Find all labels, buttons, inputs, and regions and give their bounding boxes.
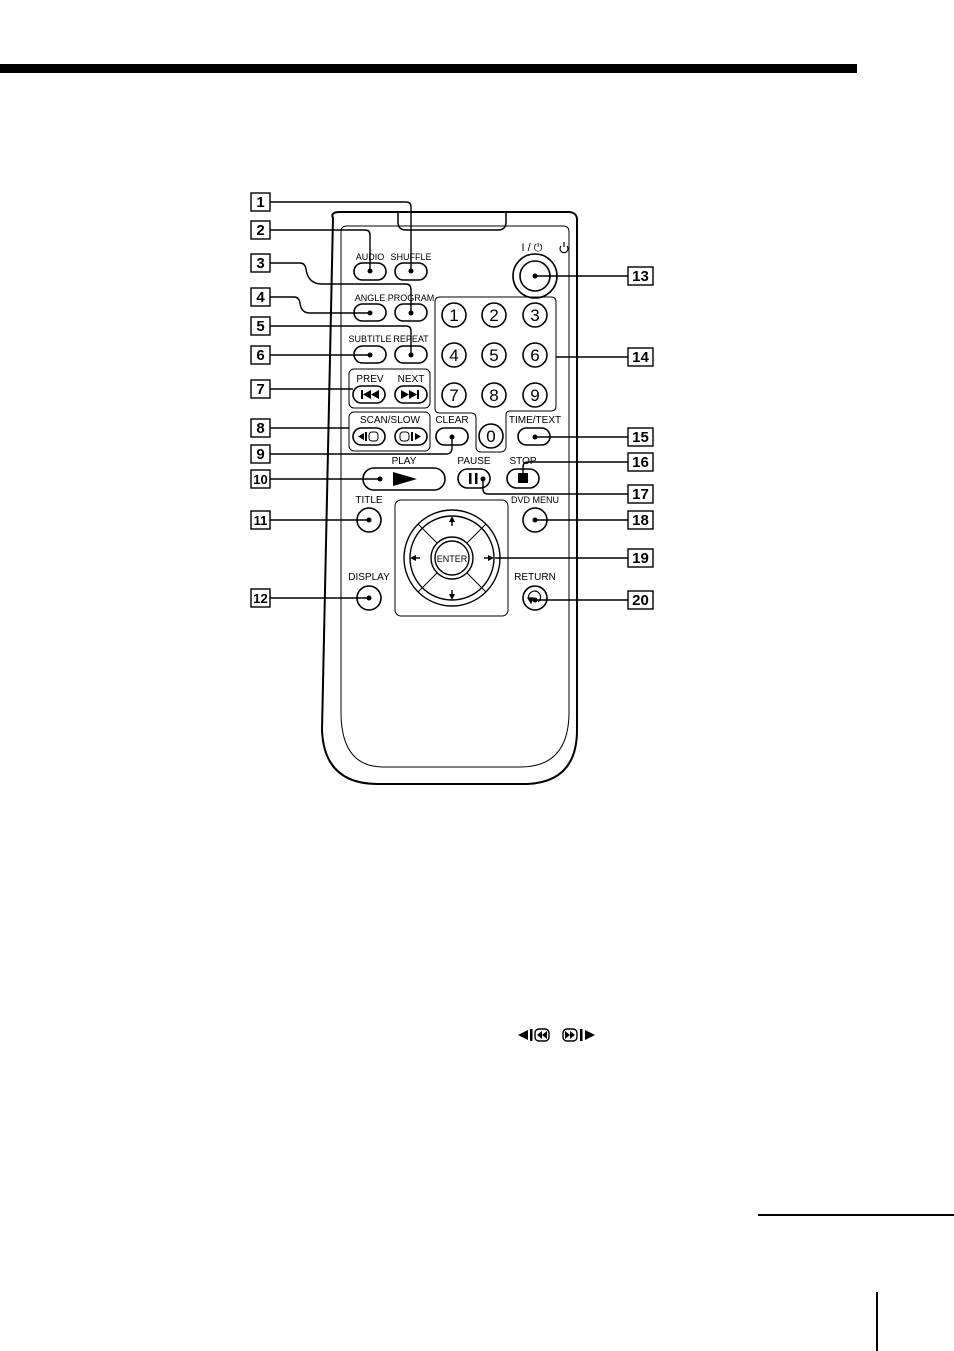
play-label: PLAY — [392, 456, 417, 467]
prev-icon — [361, 390, 379, 399]
callout-3: 3 — [256, 255, 264, 272]
callout-1: 1 — [256, 194, 264, 211]
leader-dot-1 — [409, 269, 414, 274]
arrow-right-icon — [484, 555, 494, 561]
callout-7: 7 — [256, 381, 264, 398]
callout-10: 10 — [253, 472, 267, 487]
scan-slow-symbols — [518, 1027, 618, 1045]
leader-dot-13 — [533, 274, 538, 279]
digit-5-label: 5 — [489, 346, 498, 365]
digit-9-label: 9 — [530, 386, 539, 405]
callout-12: 12 — [253, 591, 267, 606]
clear-label: CLEAR — [435, 415, 468, 426]
leader-dot-5 — [409, 353, 414, 358]
program-label: PROGRAM — [388, 293, 435, 303]
next-label: NEXT — [398, 374, 425, 385]
leader-dot-4 — [368, 311, 373, 316]
pause-icon — [469, 473, 478, 484]
digit-3-label: 3 — [530, 306, 539, 325]
digit-8-label: 8 — [489, 386, 498, 405]
shuffle-label: SHUFFLE — [390, 252, 431, 262]
audio-label: AUDIO — [356, 252, 385, 262]
digit-2-label: 2 — [489, 306, 498, 325]
power-label: I / ⏻ — [522, 242, 543, 254]
callout-18: 18 — [632, 512, 649, 529]
play-icon — [393, 472, 417, 486]
angle-label: ANGLE — [355, 293, 386, 303]
callout-16: 16 — [632, 454, 649, 471]
scan-slow-label: SCAN/SLOW — [360, 415, 421, 426]
leader-dot-10 — [378, 477, 383, 482]
callout-9: 9 — [256, 446, 264, 463]
arrow-up-icon — [449, 516, 455, 526]
arrow-left-icon — [410, 555, 420, 561]
scan-back-icon — [518, 1029, 549, 1041]
callout-5: 5 — [256, 318, 264, 335]
time-text-label: TIME/TEXT — [509, 415, 561, 426]
digit-6-label: 6 — [530, 346, 539, 365]
power-icon — [560, 242, 568, 253]
next-icon — [401, 390, 419, 399]
pause-label: PAUSE — [457, 456, 490, 467]
scan-back-icon — [358, 432, 378, 441]
digit-4-label: 4 — [449, 346, 458, 365]
leader-dot-2 — [368, 269, 373, 274]
digit-7-label: 7 — [449, 386, 458, 405]
scan-forward-icon — [400, 432, 421, 441]
leader-dot-6 — [368, 353, 373, 358]
leader-dot-9 — [450, 435, 455, 440]
dvd-menu-label: DVD MENU — [511, 495, 559, 505]
callout-4: 4 — [256, 289, 265, 306]
callout-2: 2 — [256, 222, 264, 239]
ir-window — [398, 213, 506, 230]
callout-8: 8 — [256, 420, 264, 437]
scan-forward-icon — [563, 1029, 595, 1041]
stop-icon — [518, 473, 528, 483]
callout-11: 11 — [254, 513, 268, 528]
prev-label: PREV — [356, 374, 384, 385]
enter-label: ENTER — [437, 554, 468, 564]
leader-dot-15 — [533, 435, 538, 440]
arrow-down-icon — [449, 590, 455, 600]
subtitle-label: SUBTITLE — [348, 334, 391, 344]
leader-dot-12 — [367, 596, 372, 601]
leader-dot-18 — [533, 518, 538, 523]
leader-17 — [483, 479, 628, 494]
leader-dot-17 — [481, 477, 486, 482]
digit-1-label: 1 — [449, 306, 458, 325]
callout-13: 13 — [632, 268, 649, 285]
leader-2 — [270, 230, 370, 271]
repeat-label: REPEAT — [393, 334, 429, 344]
display-label: DISPLAY — [348, 572, 390, 583]
digit-0-label: 0 — [486, 427, 495, 446]
callout-20: 20 — [632, 592, 649, 609]
callout-15: 15 — [632, 429, 649, 446]
return-label: RETURN — [514, 572, 556, 583]
callout-17: 17 — [632, 486, 649, 503]
title-label: TITLE — [355, 495, 383, 506]
leader-dot-11 — [367, 518, 372, 523]
callout-6: 6 — [256, 347, 264, 364]
callout-14: 14 — [632, 349, 649, 366]
leader-dot-3 — [409, 311, 414, 316]
callout-19: 19 — [632, 550, 649, 567]
stop-label: STOP — [509, 456, 536, 467]
